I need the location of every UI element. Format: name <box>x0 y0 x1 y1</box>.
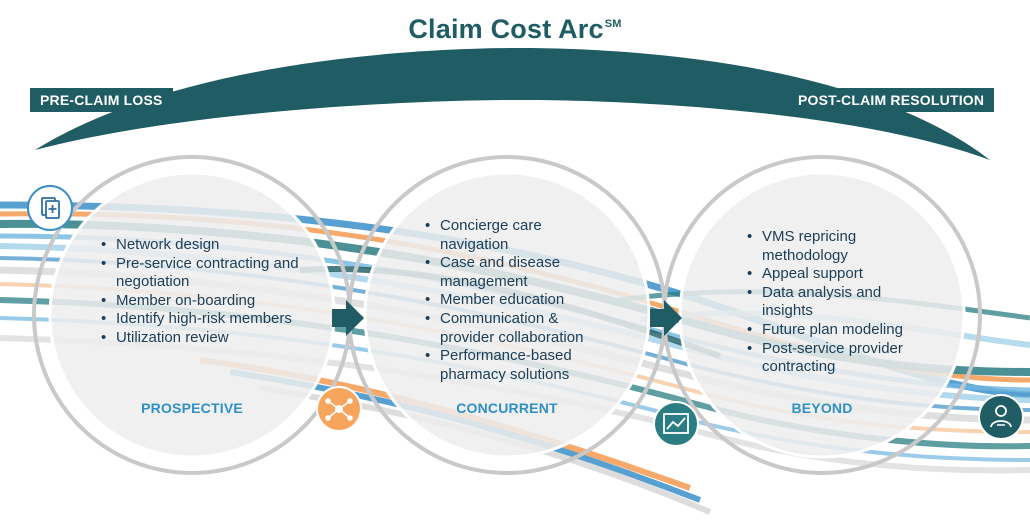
network-icon <box>316 386 362 432</box>
arrow-icon <box>650 300 682 336</box>
list-item: VMS repricing methodology <box>747 228 916 265</box>
arc <box>35 48 990 160</box>
chart-icon <box>653 401 699 447</box>
arrow-icon <box>332 300 364 336</box>
list-item: Data analysis and insights <box>747 284 916 321</box>
service-mark: SM <box>604 18 622 30</box>
list-item: Utilization review <box>101 329 300 348</box>
list-item: Case and disease management <box>425 254 614 291</box>
person-icon <box>978 394 1024 440</box>
prospective-list: Network design Pre-service contracting a… <box>100 236 300 348</box>
beyond-list: VMS repricing methodology Appeal support… <box>746 228 916 377</box>
diagram-title: Claim Cost ArcSM <box>0 14 1030 45</box>
phase-label-concurrent: CONCURRENT <box>456 400 558 416</box>
title-text: Claim Cost Arc <box>408 14 604 44</box>
list-item: Communication & provider collaboration <box>425 310 614 347</box>
phase-label-prospective: PROSPECTIVE <box>141 400 243 416</box>
list-item: Future plan modeling <box>747 321 916 340</box>
concurrent-list: Concierge care navigation Case and disea… <box>424 217 614 384</box>
list-item: Network design <box>101 236 300 255</box>
list-item: Concierge care navigation <box>425 217 614 254</box>
phase-label-beyond: BEYOND <box>791 400 853 416</box>
flow-arrows <box>332 300 682 336</box>
list-item: Member education <box>425 291 614 310</box>
list-item: Member on-boarding <box>101 292 300 311</box>
list-item: Identify high-risk members <box>101 310 300 329</box>
list-item: Performance-based pharmacy solutions <box>425 347 614 384</box>
list-item: Appeal support <box>747 265 916 284</box>
pre-claim-loss-label: PRE-CLAIM LOSS <box>30 88 173 112</box>
list-item: Post-service provider contracting <box>747 340 916 377</box>
document-icon <box>27 185 73 231</box>
list-item: Pre-service contracting and negotiation <box>101 255 300 292</box>
post-claim-resolution-label: POST-CLAIM RESOLUTION <box>788 88 995 112</box>
